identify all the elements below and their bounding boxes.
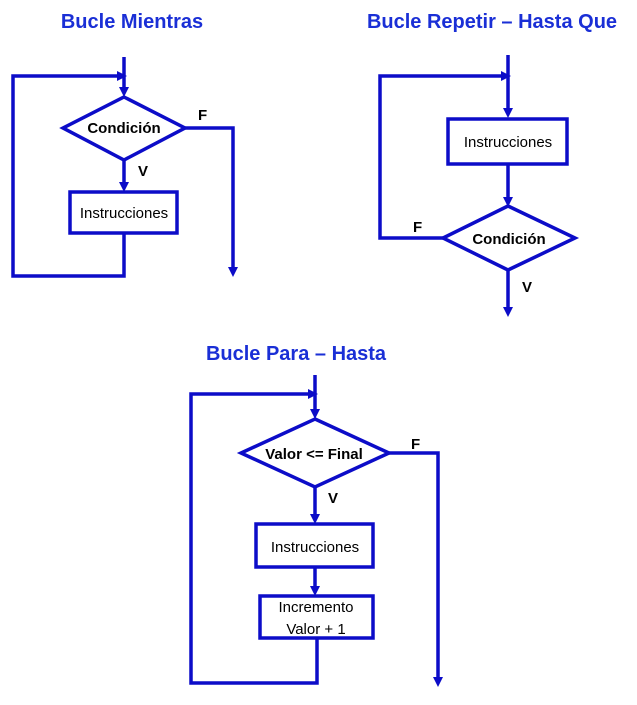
- false-label: F: [411, 436, 420, 453]
- title-bucle-repetir: Bucle Repetir – Hasta Que: [367, 11, 617, 33]
- condition-label: Condición: [472, 231, 545, 248]
- true-label: V: [522, 279, 532, 296]
- loop-back-line: [189, 389, 319, 685]
- increment-label-line2: Valor + 1: [286, 621, 345, 638]
- instructions-box: [68, 190, 179, 235]
- instructions-label: Instrucciones: [80, 205, 168, 222]
- title-bucle-para: Bucle Para – Hasta: [206, 343, 387, 365]
- loop-back-line: [11, 71, 127, 278]
- instructions-label: Instrucciones: [271, 539, 359, 556]
- condition-diamond: [236, 417, 394, 489]
- instructions-label: Instrucciones: [464, 134, 552, 151]
- diagram-bucle-repetir: Bucle Repetir – Hasta Que Instrucciones …: [367, 11, 617, 317]
- condition-label: Valor <= Final: [265, 446, 363, 463]
- increment-label-line1: Incremento: [278, 599, 353, 616]
- instructions-box: [446, 117, 569, 166]
- condition-label: Condición: [87, 120, 160, 137]
- false-label: F: [198, 107, 207, 124]
- diagram-bucle-mientras: Bucle Mientras Condición Instrucciones F…: [11, 11, 238, 278]
- false-label: F: [413, 219, 422, 236]
- increment-box: [258, 594, 375, 640]
- title-bucle-mientras: Bucle Mientras: [61, 11, 203, 33]
- diagram-bucle-para: Bucle Para – Hasta Valor <= Final Instru…: [189, 343, 443, 687]
- condition-diamond: [59, 95, 189, 162]
- condition-diamond: [439, 204, 580, 272]
- false-exit-arrow: [183, 126, 238, 277]
- true-label: V: [138, 163, 148, 180]
- false-loop-back-line: [378, 71, 511, 240]
- false-exit-arrow: [387, 451, 443, 687]
- instructions-box: [254, 522, 375, 569]
- true-label: V: [328, 490, 338, 507]
